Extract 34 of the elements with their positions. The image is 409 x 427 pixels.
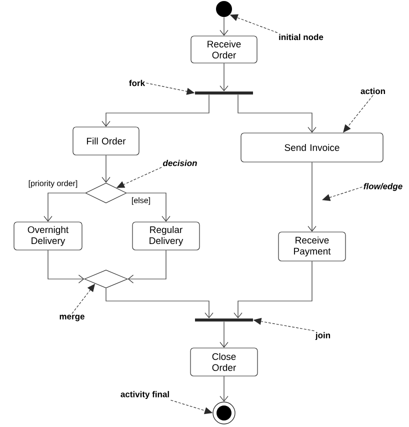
annotation-text: join <box>315 332 330 340</box>
end-node <box>212 402 236 424</box>
annotation-text: initial node <box>279 34 324 40</box>
arrow <box>220 63 228 92</box>
annotation-text: flow/edge <box>364 183 402 191</box>
arrow <box>126 192 170 222</box>
arrow <box>220 16 228 36</box>
action-box: Receive Payment <box>278 232 346 262</box>
arrow <box>102 94 210 127</box>
annotation-text: action <box>360 88 385 94</box>
action-box: Overnight Delivery <box>14 222 82 250</box>
arrow <box>308 162 316 232</box>
edge-label: [priority order] <box>27 179 79 189</box>
arrow <box>48 250 84 284</box>
annotation-text: merge <box>60 314 84 322</box>
leader-line <box>322 186 362 201</box>
arrow <box>234 261 312 318</box>
start-node <box>216 1 232 17</box>
edge-label: [else] <box>130 196 152 206</box>
action-box: Send Invoice <box>240 132 384 162</box>
arrow <box>128 250 166 284</box>
annotation-text: activity final <box>120 391 169 399</box>
arrow <box>44 192 86 222</box>
action-box: Receive Order <box>190 36 258 64</box>
annotation-text: fork <box>129 80 146 86</box>
arrow <box>220 376 228 402</box>
action-box: Close Order <box>190 348 258 376</box>
arrow <box>220 321 228 348</box>
action-box: Fill Order <box>72 126 140 156</box>
action-box: Regular Delivery <box>132 222 200 250</box>
arrow <box>102 155 110 183</box>
arrow <box>106 288 214 318</box>
annotation-text: decision <box>163 160 197 166</box>
arrow <box>238 94 316 133</box>
